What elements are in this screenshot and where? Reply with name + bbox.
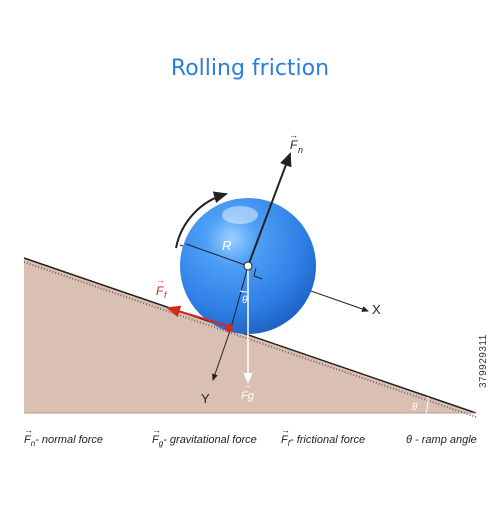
gravity-force-label: Fg → [241, 380, 255, 402]
legend-friction-symbol: F [281, 425, 290, 446]
right-angle-marker [253, 267, 263, 280]
normal-force-label: F n → [289, 130, 303, 155]
stock-id-watermark: 379929311 [478, 334, 489, 388]
friction-force-arrow [166, 305, 229, 327]
contact-radius-line [230, 265, 249, 329]
normal-force-arrow [247, 152, 292, 267]
friction-force-sub: f [164, 290, 168, 300]
rotation-arrow [175, 191, 228, 249]
ball-center [243, 261, 253, 271]
legend-normal-text: - normal force [35, 434, 104, 446]
y-axis [212, 327, 232, 381]
legend-friction-text: - frictional force [289, 434, 366, 446]
friction-force-symbol: F [156, 284, 164, 298]
normal-force-sub: n [298, 145, 303, 155]
legend-friction-sub: f [287, 439, 290, 449]
ramp-surface [23, 257, 477, 414]
page-title: Rolling friction [170, 56, 330, 81]
legend-gravity-sub: g [158, 439, 164, 449]
legend-ramp-angle: θ - ramp angle [406, 434, 477, 446]
contact-point [225, 324, 233, 332]
friction-force-vector-mark: → [156, 275, 165, 285]
gravity-force-vector-mark: → [243, 380, 252, 390]
radius-line [185, 243, 249, 267]
radius-label: R [222, 238, 231, 253]
legend-frictional-force: Ff- frictional force [281, 425, 366, 449]
legend-normal-force: Fn- normal force [24, 425, 104, 449]
y-axis-label: Y [201, 391, 210, 406]
legend-angle-symbol: θ [406, 434, 412, 446]
ball-highlight [222, 206, 258, 224]
legend-normal-symbol: F [24, 425, 33, 446]
gravity-force-symbol: Fg [241, 390, 255, 402]
ramp-angle-label: θ [412, 402, 418, 413]
legend-angle-text: - ramp angle [411, 434, 477, 446]
x-axis-label: X [372, 302, 381, 317]
ball-angle-label: θ [242, 295, 248, 306]
normal-force-symbol: F [290, 138, 298, 152]
normal-force-vector-mark: → [289, 130, 298, 140]
ramp-angle-arc [425, 396, 429, 414]
legend-gravity-text: - gravitational force [163, 434, 257, 446]
legend-gravitational-force: Fg- gravitational force [152, 425, 257, 449]
friction-force-label: F f → [156, 275, 168, 300]
legend-normal-sub: n [30, 439, 36, 449]
legend-gravity-symbol: F [152, 425, 161, 446]
